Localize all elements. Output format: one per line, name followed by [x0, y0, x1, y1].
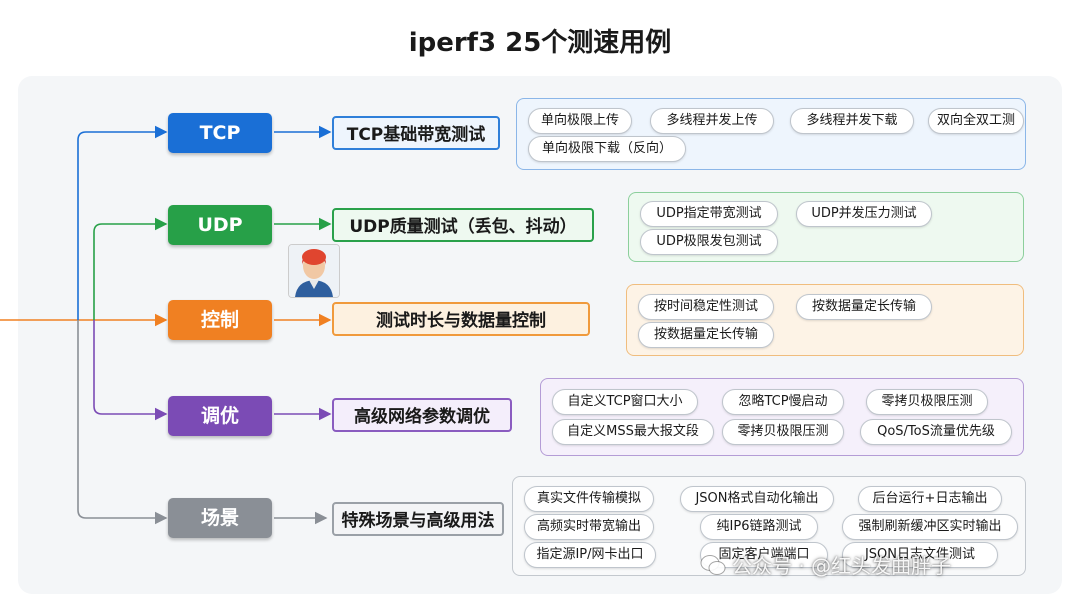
case-item: 忽略TCP慢启动 [722, 389, 844, 415]
case-item: 自定义TCP窗口大小 [552, 389, 698, 415]
case-item: 多线程并发上传 [650, 108, 774, 134]
case-item: 单向极限上传 [528, 108, 632, 134]
subtopic-tcp: TCP基础带宽测试 [332, 116, 500, 150]
case-item: 按数据量定长传输 [638, 322, 774, 348]
case-item: 按数据量定长传输 [796, 294, 932, 320]
case-item: 后台运行+日志输出 [858, 486, 1002, 512]
category-scenario: 场景 [168, 498, 272, 538]
case-item: UDP指定带宽测试 [640, 201, 778, 227]
case-item: QoS/ToS流量优先级 [860, 419, 1012, 445]
case-item: 零拷贝极限压测 [722, 419, 844, 445]
case-item: JSON格式自动化输出 [680, 486, 834, 512]
case-item: 指定源IP/网卡出口 [524, 542, 656, 568]
case-item: 单向极限下载（反向） [528, 136, 686, 162]
subtopic-control: 测试时长与数据量控制 [332, 302, 590, 336]
page-title: iperf3 25个测速用例 [408, 28, 672, 58]
case-item: JSON日志文件测试 [842, 542, 998, 568]
subtopic-scenario: 特殊场景与高级用法 [332, 502, 504, 536]
avatar-person-icon [289, 245, 339, 297]
category-udp: UDP [168, 205, 272, 245]
case-item: 零拷贝极限压测 [866, 389, 988, 415]
case-item: 固定客户端端口 [700, 542, 828, 568]
case-item: 真实文件传输模拟 [524, 486, 654, 512]
avatar [288, 244, 340, 298]
wechat-icon [700, 555, 726, 575]
case-item: 多线程并发下载 [790, 108, 914, 134]
case-item: 按时间稳定性测试 [638, 294, 774, 320]
case-item: UDP并发压力测试 [796, 201, 932, 227]
subtopic-tuning: 高级网络参数调优 [332, 398, 512, 432]
link-root-tcp [77, 125, 168, 320]
case-item: UDP极限发包测试 [640, 229, 778, 255]
watermark-text: 公众号 · @红头发曲胖子 [732, 554, 952, 578]
link-root-tune [93, 320, 168, 421]
category-tuning: 调优 [168, 396, 272, 436]
category-tcp: TCP [168, 113, 272, 153]
case-item: 自定义MSS最大报文段 [552, 419, 714, 445]
link-root-udp [93, 217, 168, 320]
case-item: 高频实时带宽输出 [524, 514, 654, 540]
case-item: 双向全双工测 [928, 108, 1024, 134]
case-item: 强制刷新缓冲区实时输出 [842, 514, 1018, 540]
case-item: 纯IP6链路测试 [700, 514, 818, 540]
subtopic-udp: UDP质量测试（丢包、抖动） [332, 208, 594, 242]
category-control: 控制 [168, 300, 272, 340]
link-root-scene [77, 320, 168, 525]
